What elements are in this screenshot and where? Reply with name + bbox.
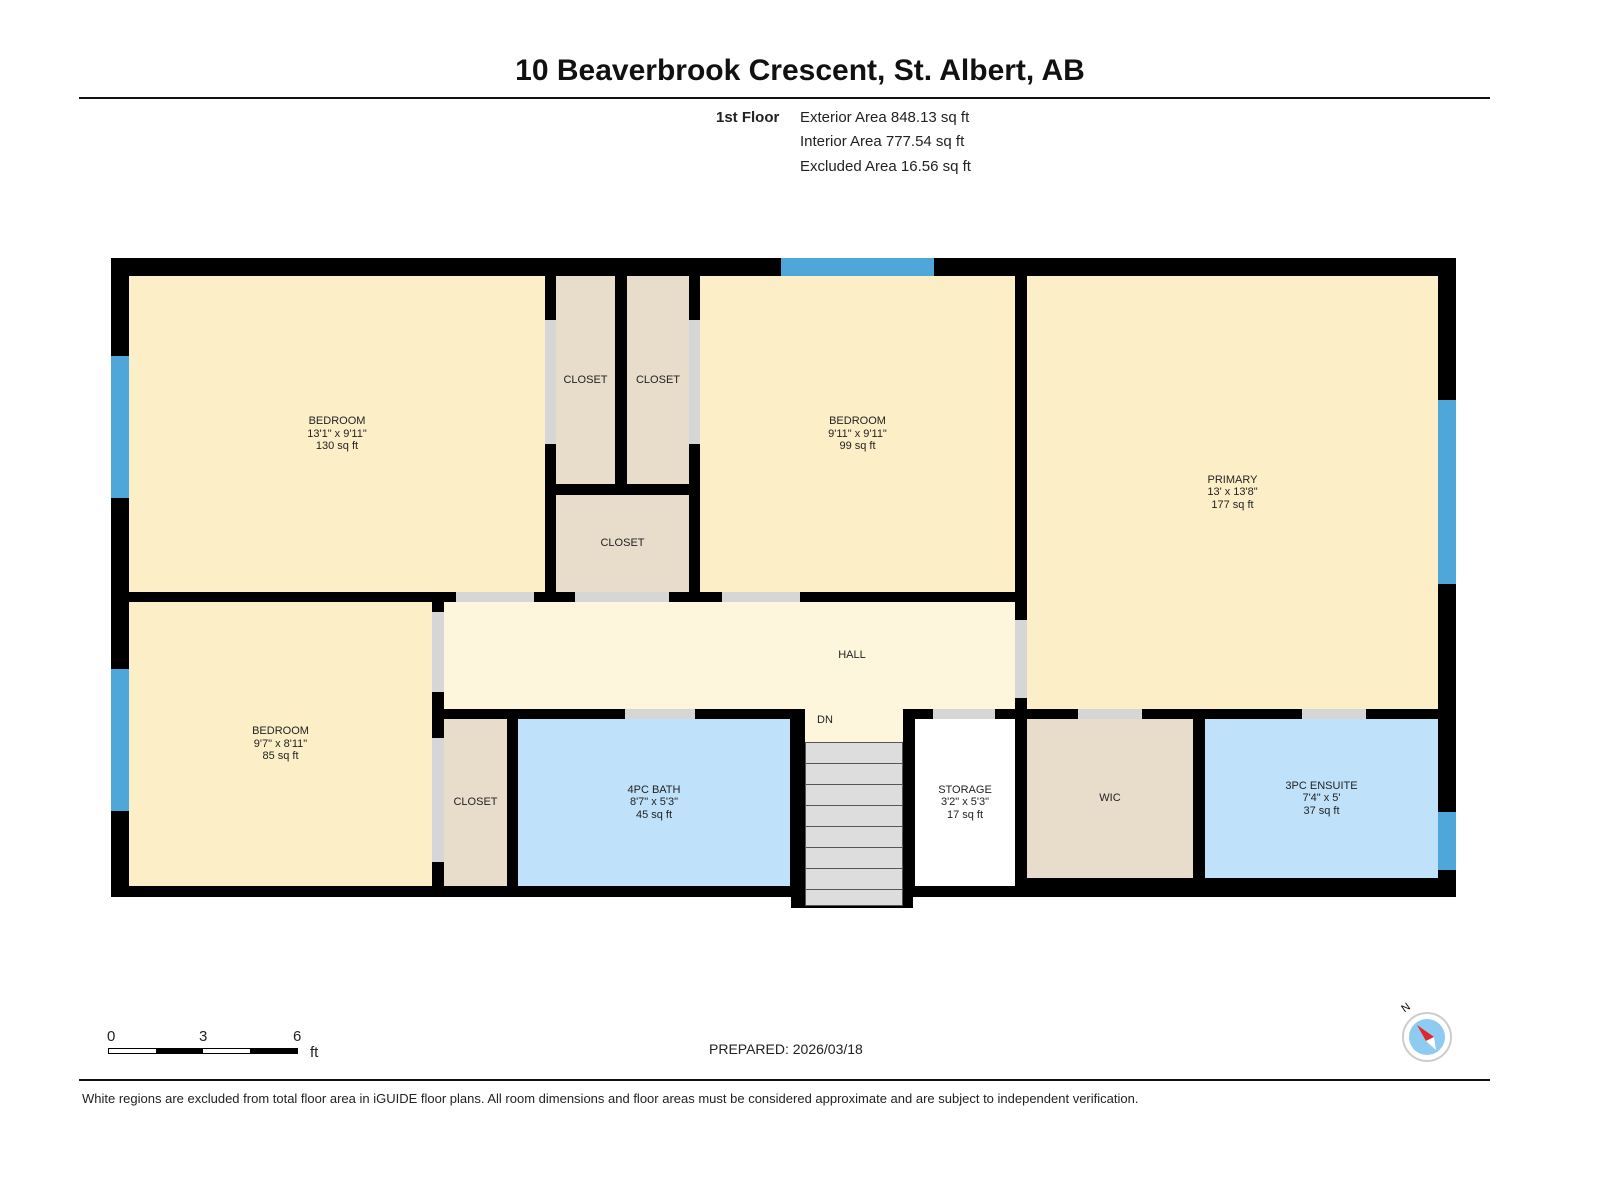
footer-divider: [79, 1079, 1490, 1081]
room-closet-1: CLOSET: [556, 276, 615, 484]
room-area: 37 sq ft: [1303, 804, 1340, 817]
room-name: 3PC ENSUITE: [1285, 779, 1358, 792]
room-dims: 13' x 13'8": [1207, 486, 1258, 499]
scale-tick-3: 3: [199, 1028, 208, 1045]
room-name: CLOSET: [635, 373, 680, 386]
door: [432, 738, 444, 862]
room-name: CLOSET: [600, 537, 645, 550]
hall-landing: [805, 709, 903, 742]
door: [1078, 709, 1142, 719]
interior-area: Interior Area 777.54 sq ft: [800, 133, 965, 150]
scale-unit: ft: [310, 1044, 319, 1061]
room-name: BEDROOM: [308, 415, 366, 428]
door: [545, 320, 556, 444]
room-dims: 8'7" x 5'3": [629, 796, 679, 809]
door: [1015, 620, 1027, 698]
door: [1302, 709, 1366, 719]
page-title: 10 Beaverbrook Crescent, St. Albert, AB: [515, 54, 1085, 87]
room-name: WIC: [1099, 792, 1121, 805]
room-wic: WIC: [1027, 719, 1193, 878]
window: [781, 258, 934, 276]
door: [575, 592, 669, 602]
room-dims: 9'7" x 8'11": [253, 737, 308, 750]
room-name: STORAGE: [938, 783, 992, 796]
excluded-area: Excluded Area 16.56 sq ft: [800, 158, 971, 175]
title-divider: [79, 97, 1490, 99]
footer-disclaimer: White regions are excluded from total fl…: [82, 1091, 1139, 1106]
room-name: HALL: [838, 649, 866, 662]
scale-tick-0: 0: [107, 1028, 116, 1045]
compass-icon: N: [1399, 1001, 1452, 1062]
room-closet-2: CLOSET: [627, 276, 689, 484]
door: [625, 709, 695, 719]
stairs-down-label: DN: [817, 714, 833, 726]
room-area: 85 sq ft: [262, 750, 299, 763]
scale-bar: [108, 1048, 298, 1054]
door: [722, 592, 800, 602]
room-area: 45 sq ft: [635, 808, 673, 821]
room-name: PRIMARY: [1207, 473, 1258, 486]
room-dims: 13'1" x 9'11": [307, 427, 367, 440]
scale-tick-6: 6: [293, 1028, 302, 1045]
window: [1438, 400, 1456, 584]
room-area: 17 sq ft: [946, 808, 984, 821]
floor-label: 1st Floor: [716, 109, 780, 126]
window: [1438, 812, 1456, 870]
window: [111, 669, 129, 811]
room-name: BEDROOM: [829, 415, 886, 428]
room-dims: 7'4" x 5': [1302, 792, 1341, 805]
room-dims: 9'11" x 9'11": [828, 427, 887, 440]
door: [456, 592, 534, 602]
door: [933, 709, 995, 719]
room-closet-4: CLOSET: [444, 719, 507, 886]
room-name: BEDROOM: [252, 725, 309, 738]
room-closet-3: CLOSET: [556, 495, 689, 592]
room-name: CLOSET: [563, 373, 608, 386]
room-name: CLOSET: [453, 796, 498, 809]
room-dims: 3'2" x 5'3": [940, 796, 990, 809]
room-area: 99 sq ft: [839, 440, 876, 453]
window: [111, 356, 129, 498]
room-hall: HALL: [444, 602, 1015, 709]
room-name: 4PC BATH: [627, 783, 681, 796]
door: [689, 320, 700, 444]
exterior-area: Exterior Area 848.13 sq ft: [800, 109, 970, 126]
prepared-date: PREPARED: 2026/03/18: [709, 1041, 863, 1057]
stairs: [805, 742, 903, 906]
room-area: 130 sq ft: [315, 440, 359, 453]
door: [432, 612, 444, 692]
room-area: 177 sq ft: [1211, 498, 1254, 511]
